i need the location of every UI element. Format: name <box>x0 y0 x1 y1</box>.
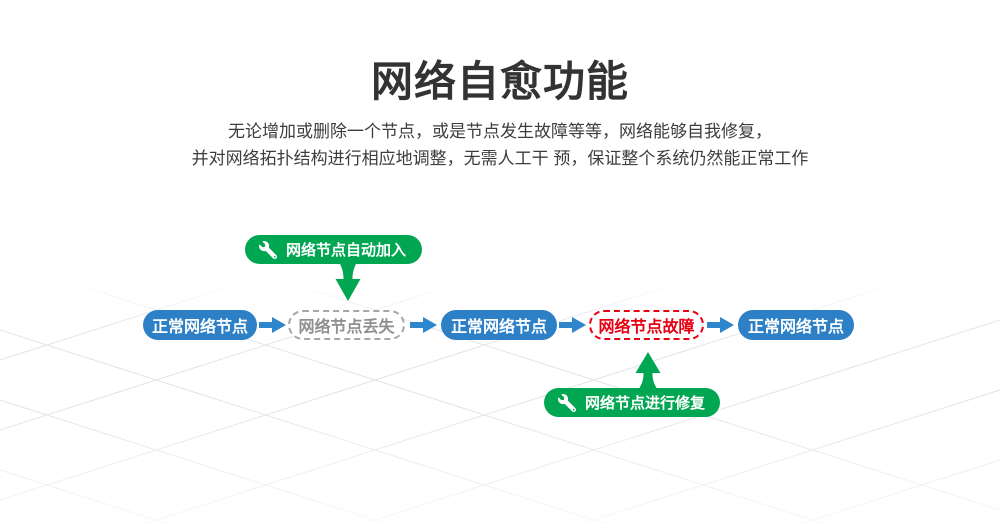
node-label: 网络节点故障 <box>598 319 695 336</box>
up-arrow-icon <box>635 352 661 390</box>
flow-arrow-icon <box>259 317 286 333</box>
flow-arrow-icon <box>559 317 586 333</box>
callout-repair: 网络节点进行修复 <box>544 388 720 417</box>
node-normal-2: 正常网络节点 <box>441 310 557 340</box>
wrench-icon <box>259 240 277 259</box>
flow-arrow-icon <box>707 317 734 333</box>
node-lost: 网络节点丢失 <box>288 310 405 340</box>
node-label: 正常网络节点 <box>450 319 547 336</box>
node-label: 正常网络节点 <box>747 319 844 336</box>
callout-auto-join: 网络节点自动加入 <box>245 235 422 264</box>
wrench-icon <box>558 393 576 412</box>
callout-repair-label: 网络节点进行修复 <box>585 395 706 412</box>
node-label: 网络节点丢失 <box>298 319 395 336</box>
description-line-2: 并对网络拓扑结构进行相应地调整，无需人工干 预，保证整个系统仍然能正常工作 <box>191 149 809 168</box>
down-arrow-icon <box>335 260 361 301</box>
node-label: 正常网络节点 <box>151 319 248 336</box>
node-normal-1: 正常网络节点 <box>143 310 257 340</box>
flow-arrow-icon <box>410 317 437 333</box>
description-line-1: 无论增加或删除一个节点，或是节点发生故障等等，网络能够自我修复， <box>228 122 772 141</box>
page-title: 网络自愈功能 <box>370 58 629 105</box>
node-normal-3: 正常网络节点 <box>738 310 854 340</box>
callout-auto-join-label: 网络节点自动加入 <box>286 242 407 259</box>
page-description: 无论增加或删除一个节点，或是节点发生故障等等，网络能够自我修复， 并对网络拓扑结… <box>0 118 1000 172</box>
node-fault: 网络节点故障 <box>589 310 704 340</box>
